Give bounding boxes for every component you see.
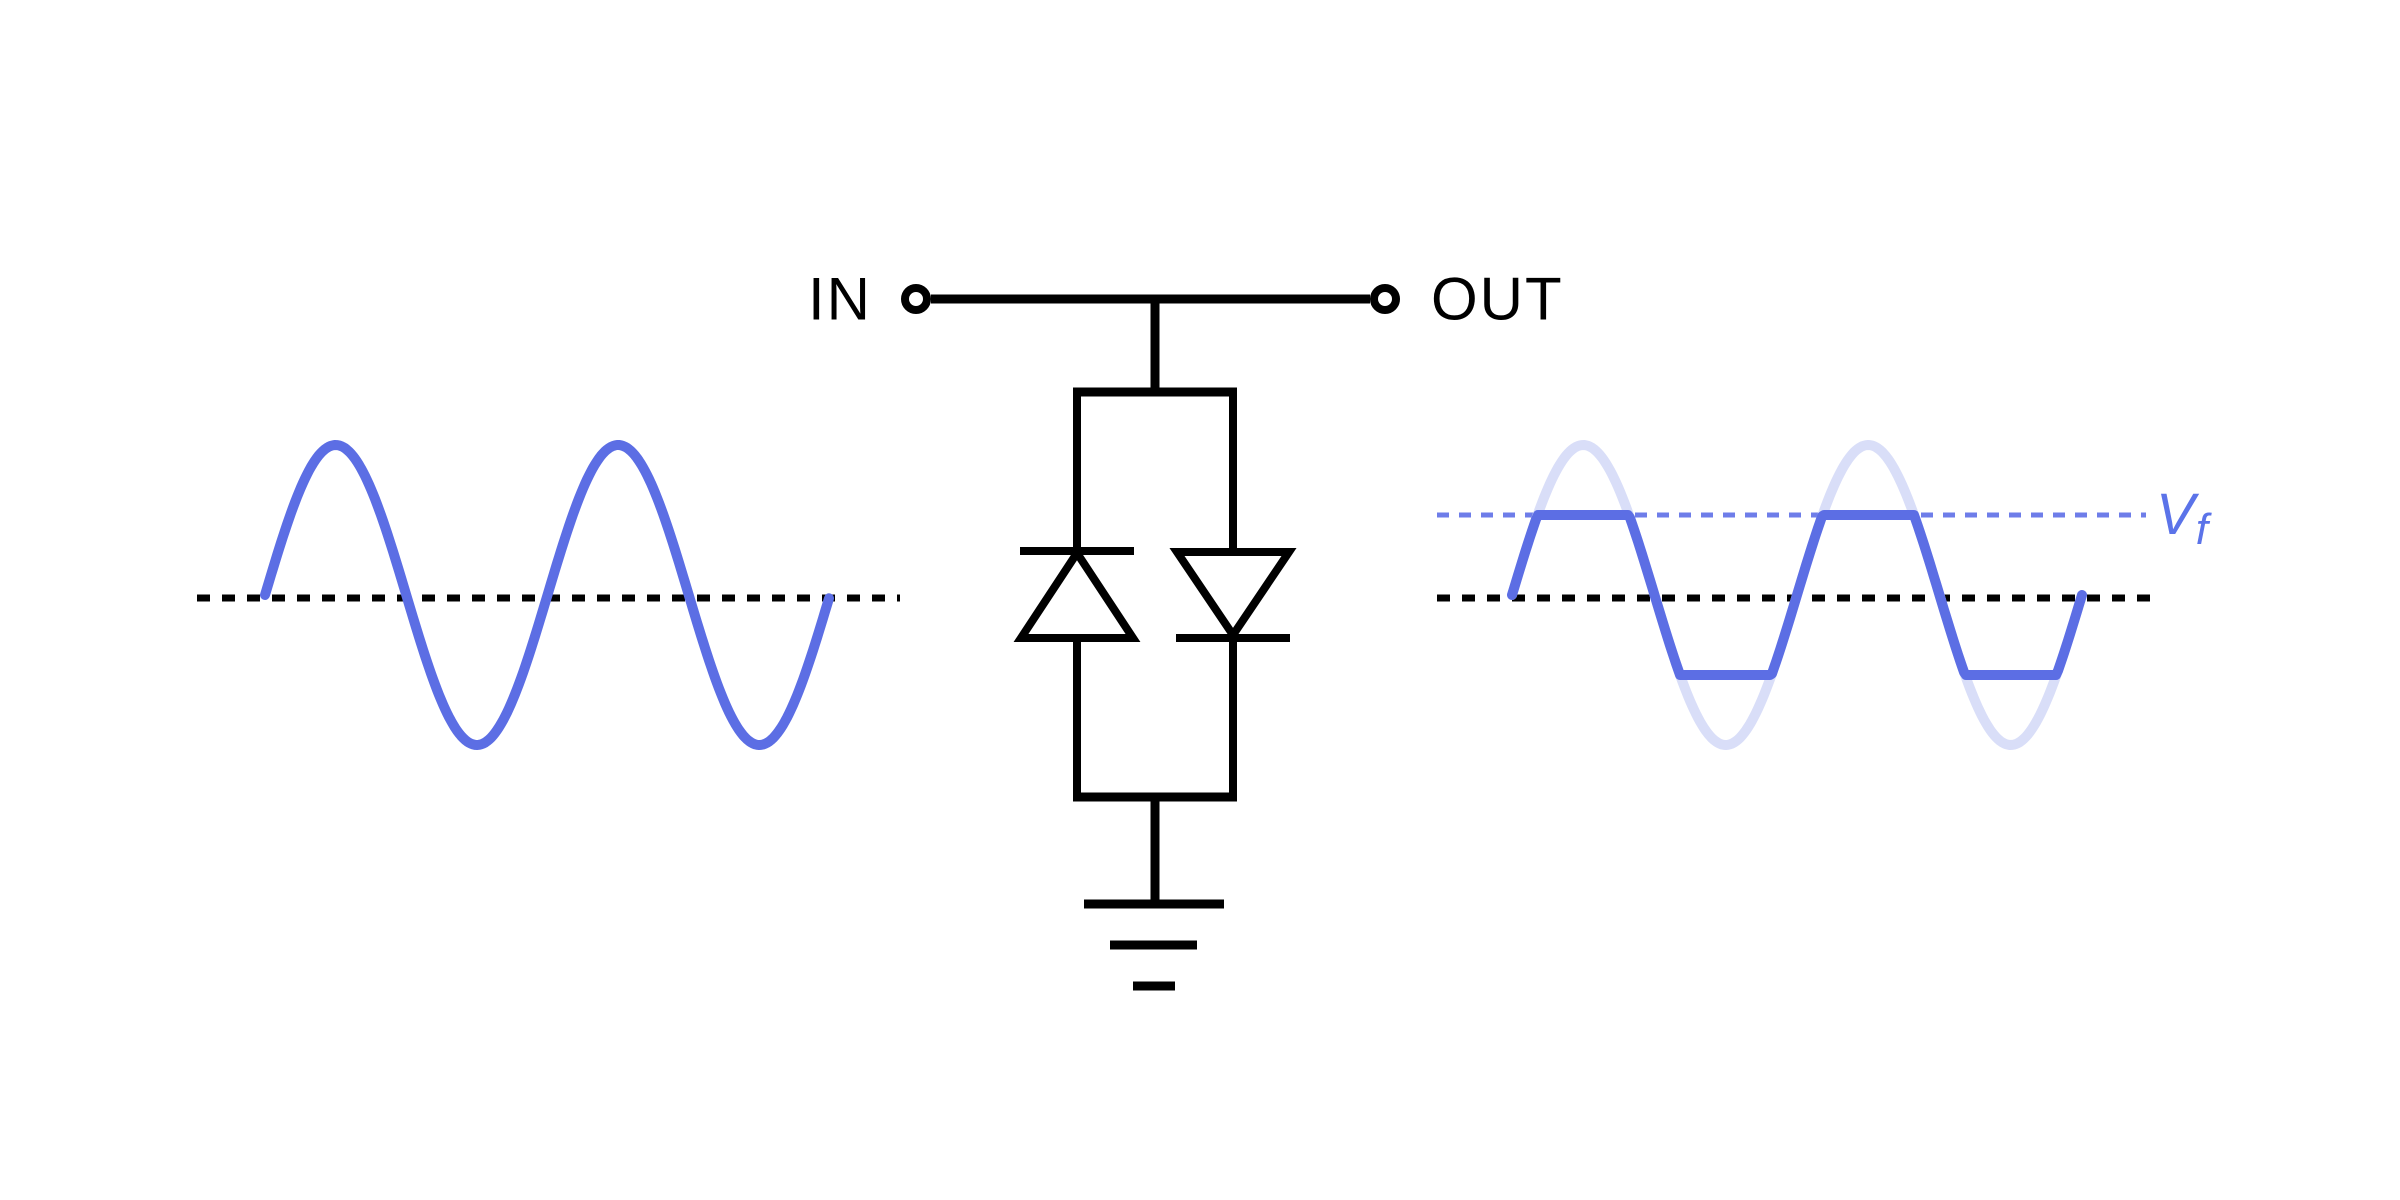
input-sine-path — [260, 440, 834, 750]
diode-up-triangle — [1013, 545, 1141, 642]
out-terminal-icon — [1370, 284, 1400, 314]
in-terminal-icon — [901, 284, 931, 314]
vf-label: Vf — [2156, 482, 2213, 554]
in-label: IN — [808, 266, 872, 333]
diode-up-icon — [1013, 545, 1141, 642]
input-waveform — [197, 440, 900, 750]
output-waveform: Vf — [1437, 440, 2213, 750]
out-label: OUT — [1431, 266, 1564, 333]
diode-down-icon — [1169, 548, 1297, 643]
circuit: IN OUT — [808, 266, 1564, 991]
loop-branches — [1073, 392, 1237, 797]
output-clipped-path — [1507, 510, 2087, 680]
diode-down-triangle — [1169, 548, 1297, 643]
ground-icon — [1084, 797, 1224, 991]
